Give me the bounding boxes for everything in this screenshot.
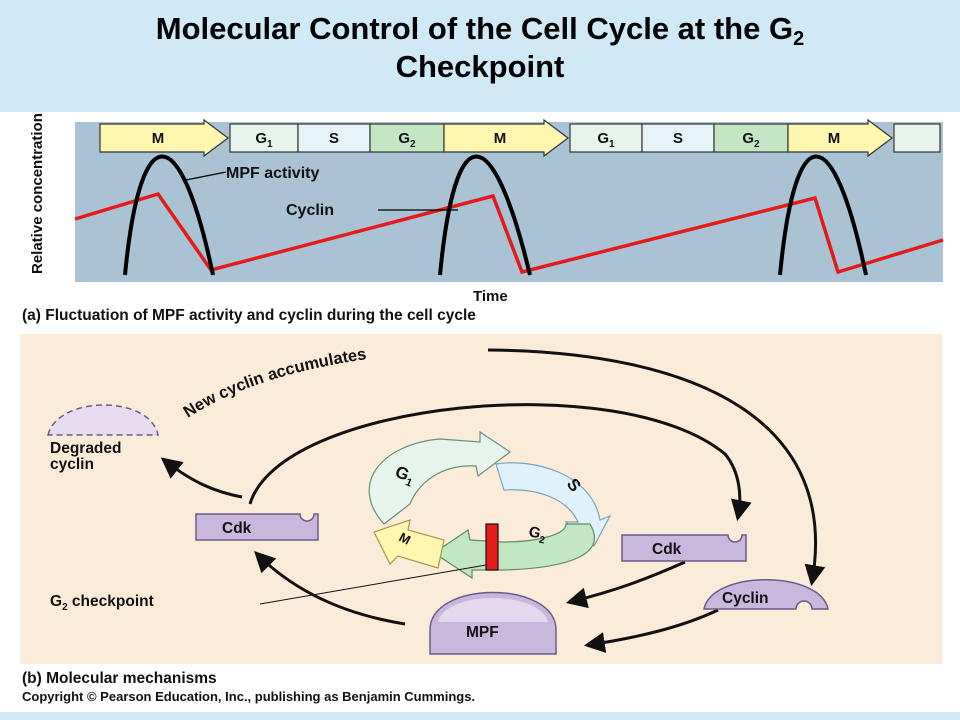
arrow-to-degraded xyxy=(160,457,243,499)
g2-label: G2 xyxy=(527,523,548,546)
g2-checkpoint-label: G2 checkpoint xyxy=(50,593,154,613)
phase-strip: M G1 S G2 M G1 S G2 M xyxy=(99,118,941,158)
cyclin-shape xyxy=(703,579,829,610)
title-main: Molecular Control of the Cell Cycle at t… xyxy=(155,11,794,46)
panel-b: New cyclin accumulates Degraded cyclin C… xyxy=(20,334,942,687)
x-axis-label: Time xyxy=(473,288,508,305)
phase-box-tail xyxy=(893,123,941,153)
degraded-cyclin-shape xyxy=(47,404,159,436)
cell-cycle-figure: Relative concentration M G1 S G2 M G1 S G2 M MPF… xyxy=(20,113,944,687)
m-arrow xyxy=(373,519,445,569)
cyclin-line xyxy=(74,191,944,275)
phase-label-5: G1 xyxy=(597,130,615,150)
phase-box-4 xyxy=(443,118,569,158)
title-banner xyxy=(0,0,960,112)
cdk-right-shape xyxy=(621,534,747,562)
cell-cycle-wheel: G1 S G2 M xyxy=(368,430,612,580)
phase-box-0 xyxy=(99,118,229,158)
slide-title: Molecular Control of the Cell Cycle at t… xyxy=(0,10,960,86)
mpf-peak-3 xyxy=(778,154,868,276)
mpf-label: MPF xyxy=(466,624,499,641)
phase-label-6: S xyxy=(673,130,683,147)
panel-a-caption: (a) Fluctuation of MPF activity and cycl… xyxy=(22,307,476,324)
phase-box-2 xyxy=(297,123,371,153)
mpf-peak-1 xyxy=(123,154,215,276)
panel-b-caption: (b) Molecular mechanisms xyxy=(22,670,217,687)
arrow-to-cyclin xyxy=(487,348,826,587)
checkpoint-leader-line xyxy=(259,564,487,605)
phase-box-3 xyxy=(369,123,445,153)
checkpoint-bar xyxy=(485,523,499,571)
g1-arrow xyxy=(368,430,512,525)
degraded-label-line2: cyclin xyxy=(50,456,94,473)
mpf-activity-label: MPF activity xyxy=(226,165,319,182)
panel-a: Relative concentration M G1 S G2 M G1 S G2 M MPF… xyxy=(22,113,944,324)
phase-box-8 xyxy=(787,118,893,158)
title-line2: Checkpoint xyxy=(395,49,565,84)
cdk-left-label: Cdk xyxy=(222,520,252,537)
g2-arrow xyxy=(432,523,596,580)
arrow-cdk-to-mpf xyxy=(565,560,686,609)
mpf-peak-2 xyxy=(438,154,532,276)
cdk-left-shape xyxy=(195,513,319,541)
cyclin-curve-label: Cyclin xyxy=(286,202,334,219)
phase-label-2: S xyxy=(329,130,339,147)
title-subscript: 2 xyxy=(793,28,805,50)
phase-box-5 xyxy=(569,123,643,153)
phase-label-1: G1 xyxy=(255,130,273,150)
phase-label-7: G2 xyxy=(742,130,760,150)
mpf-leader-line xyxy=(185,171,227,181)
arrow-cyclin-to-mpf xyxy=(583,608,719,653)
g1-label: G1 xyxy=(391,462,417,490)
degraded-label-line1: Degraded xyxy=(50,440,122,457)
phase-label-4: M xyxy=(494,130,507,147)
phase-label-3: G2 xyxy=(398,130,416,150)
copyright-notice: Copyright © Pearson Education, Inc., pub… xyxy=(22,689,476,704)
cyclin-protein-label: Cyclin xyxy=(722,590,769,607)
phase-label-0: M xyxy=(152,130,165,147)
bottom-banner xyxy=(0,712,960,720)
phase-label-8: M xyxy=(828,130,841,147)
phase-box-7 xyxy=(713,123,789,153)
arrow-cdk-recycle xyxy=(248,403,752,522)
y-axis-label: Relative concentration xyxy=(29,113,46,274)
cdk-right-label: Cdk xyxy=(652,541,682,558)
mpf-highlight xyxy=(438,598,548,622)
